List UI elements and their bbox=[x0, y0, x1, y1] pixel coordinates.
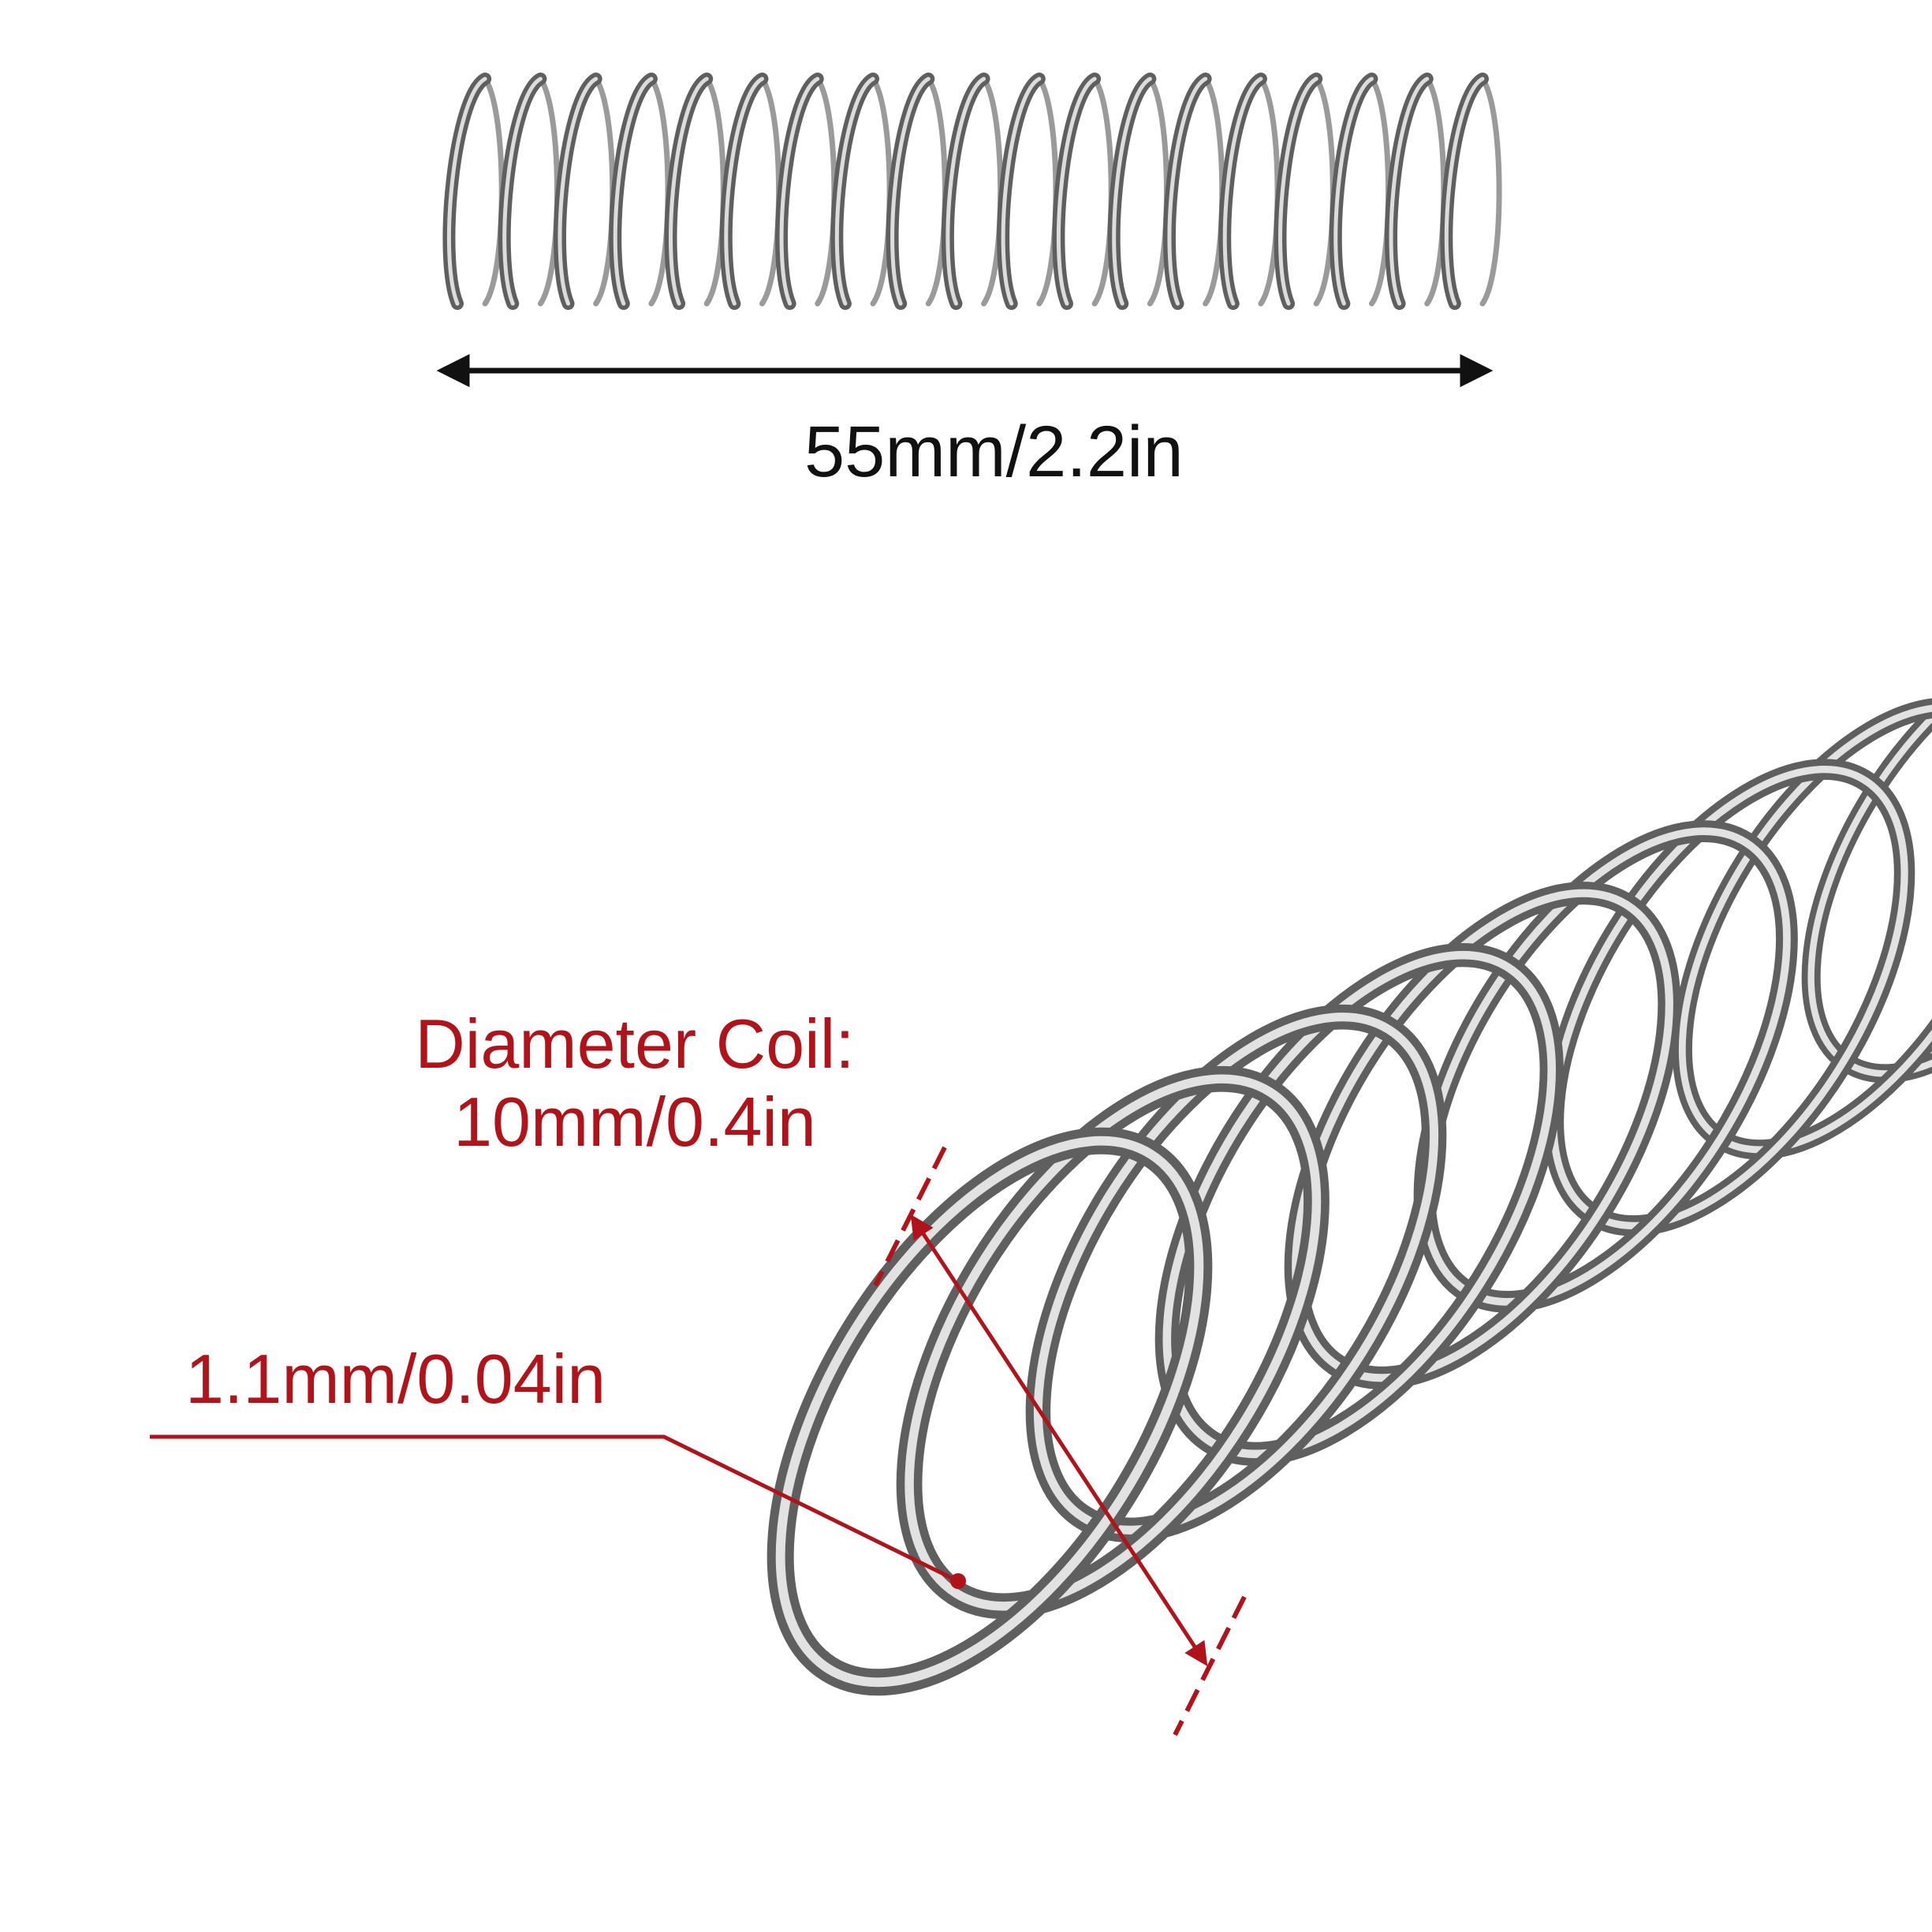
spring-coil-highlight bbox=[890, 76, 931, 306]
spring-coil-back bbox=[1147, 76, 1169, 307]
spring-coil-back bbox=[981, 76, 1004, 307]
spring-coil-highlight bbox=[1444, 76, 1485, 306]
spring-coil-highlight bbox=[669, 76, 709, 306]
spring-coil-highlight bbox=[502, 76, 543, 306]
spring-coil-highlight bbox=[834, 76, 875, 306]
spring-coil-back bbox=[648, 76, 671, 307]
length-label: 55mm/2.2in bbox=[804, 412, 1184, 492]
spring-coil-back bbox=[482, 76, 505, 307]
spring-coil-highlight bbox=[945, 76, 987, 306]
coil-diameter-label-line1: Diameter Coil: bbox=[415, 1005, 855, 1083]
coil-diameter-label: Diameter Coil: 10mm/0.4in bbox=[394, 1005, 875, 1161]
spring-coil-back bbox=[703, 76, 726, 307]
spring-coil-highlight bbox=[779, 76, 820, 306]
closeup-coil-highlight bbox=[1292, 889, 1673, 1382]
spring-coil-back bbox=[1091, 76, 1114, 307]
spring-coil-highlight bbox=[613, 76, 654, 306]
spring-coil-highlight bbox=[1222, 76, 1263, 306]
spring-coil-back bbox=[925, 76, 948, 307]
coil-diameter-label-line2: 10mm/0.4in bbox=[453, 1082, 816, 1161]
closeup-coil bbox=[1025, 1004, 1447, 1543]
spring-coil-highlight bbox=[1167, 76, 1208, 306]
spring-coil-back bbox=[1368, 76, 1392, 307]
spring-coil-back bbox=[1479, 76, 1502, 307]
spring-coil-highlight bbox=[1001, 76, 1042, 306]
spring-coil-back bbox=[1258, 76, 1281, 307]
spring-coil-highlight bbox=[446, 76, 487, 306]
spring-coil-back bbox=[1203, 76, 1225, 307]
spring-coil-highlight bbox=[1112, 76, 1152, 306]
spring-coil-back bbox=[1313, 76, 1336, 307]
spring-coil-highlight bbox=[1333, 76, 1374, 306]
spring-coil-highlight bbox=[1278, 76, 1318, 306]
coil-diameter-arrow bbox=[910, 1214, 1208, 1667]
spring-coil-highlight bbox=[724, 76, 764, 306]
wire-diameter-leader bbox=[150, 1434, 966, 1589]
spring-coil-back bbox=[870, 76, 893, 307]
spring-coil-highlight bbox=[1056, 76, 1097, 306]
spring-coil-back bbox=[1424, 76, 1447, 307]
spring-coil-back bbox=[537, 76, 560, 307]
spring-coil-back bbox=[593, 76, 616, 307]
spring-coil-back bbox=[1036, 76, 1059, 307]
spring-coil-back bbox=[815, 76, 837, 307]
wire-diameter-label: 1.1mm/0.04in bbox=[185, 1340, 606, 1418]
wire-leader-dot bbox=[950, 1573, 966, 1589]
spring-coil-highlight bbox=[1389, 76, 1430, 306]
closeup-coil-highlight bbox=[1162, 950, 1556, 1459]
spring-coil-back bbox=[759, 76, 782, 307]
coil-diameter-annotation bbox=[873, 1146, 1247, 1736]
spring-coil-highlight bbox=[558, 76, 599, 306]
spring-full-image bbox=[442, 73, 1502, 310]
spring-closeup-image bbox=[766, 636, 1932, 1696]
